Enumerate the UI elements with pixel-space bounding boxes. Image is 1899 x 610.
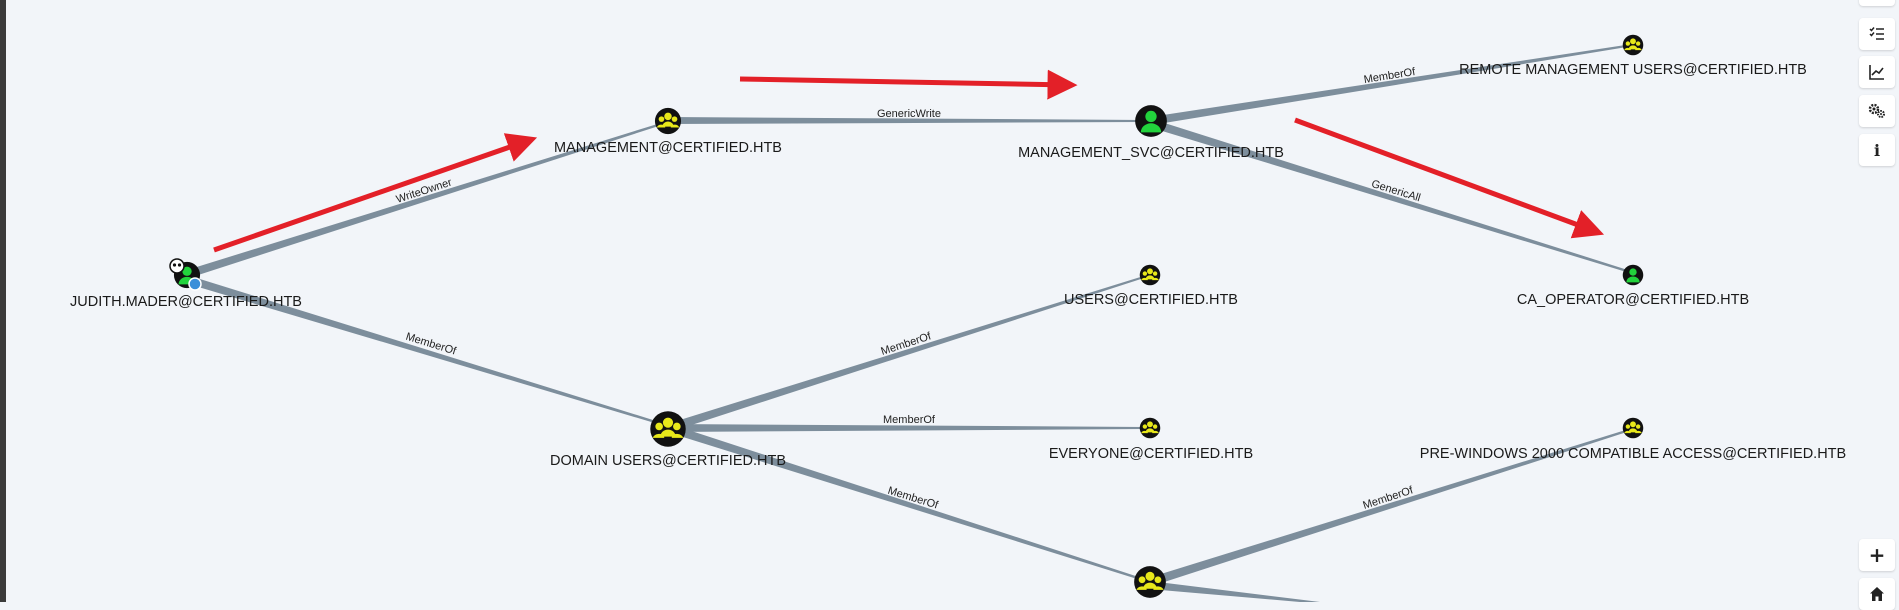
node-label: MANAGEMENT@CERTIFIED.HTB	[554, 140, 782, 156]
group-icon	[1622, 417, 1644, 439]
annotation-arrow-3	[1294, 117, 1605, 239]
node-label: JUDITH.MADER@CERTIFIED.HTB	[70, 294, 302, 310]
gears-icon[interactable]	[1859, 95, 1895, 127]
edge-du-everyone[interactable]	[668, 424, 1150, 432]
group-icon	[1134, 566, 1166, 598]
node-remote-management-users[interactable]: REMOTE MANAGEMENT USERS@CERTIFIED.HTB	[1459, 34, 1807, 78]
edge-judith-domainusers[interactable]	[185, 275, 669, 427]
user-icon	[1622, 264, 1644, 286]
group-icon	[654, 107, 682, 135]
edge-du-bottom[interactable]	[667, 424, 1151, 583]
node-management[interactable]: MANAGEMENT@CERTIFIED.HTB	[554, 107, 782, 156]
node-label: MANAGEMENT_SVC@CERTIFIED.HTB	[1018, 145, 1284, 161]
node-bottom-group[interactable]	[1134, 566, 1166, 598]
home-icon	[1870, 587, 1884, 601]
skull-eye-left	[172, 263, 177, 267]
info-glyph: i	[1873, 140, 1881, 160]
group-icon	[1622, 34, 1644, 56]
toolbar-top-partial-button[interactable]	[1859, 0, 1895, 6]
edge-labels: WriteOwner GenericWrite MemberOf Generic…	[395, 66, 1422, 512]
group-icon	[1139, 264, 1161, 286]
nodes: JUDITH.MADER@CERTIFIED.HTB MANAGEMENT@CE…	[70, 34, 1846, 598]
list-check-icon[interactable]	[1859, 18, 1895, 50]
annotation-arrow-1	[213, 133, 538, 253]
edge-bottom-offscreen[interactable]	[1149, 581, 1320, 602]
node-everyone[interactable]: EVERYONE@CERTIFIED.HTB	[1049, 417, 1253, 462]
node-label: DOMAIN USERS@CERTIFIED.HTB	[550, 453, 786, 469]
edge-svc-remote[interactable]	[1150, 44, 1633, 125]
annotation-arrow-2	[739, 69, 1078, 100]
node-label: CA_OPERATOR@CERTIFIED.HTB	[1517, 292, 1749, 308]
edge-label-memberof-everyone: MemberOf	[883, 414, 936, 426]
node-label: EVERYONE@CERTIFIED.HTB	[1049, 446, 1253, 462]
edge-svc-ca[interactable]	[1149, 119, 1634, 274]
node-pre-windows-2000[interactable]: PRE-WINDOWS 2000 COMPATIBLE ACCESS@CERTI…	[1420, 417, 1846, 462]
edge-management-managementsvc[interactable]	[668, 117, 1150, 124]
group-icon	[650, 411, 686, 447]
line-chart-icon[interactable]	[1859, 56, 1895, 88]
user-icon	[1135, 105, 1167, 137]
node-judith[interactable]: JUDITH.MADER@CERTIFIED.HTB	[70, 258, 302, 310]
plus-icon: +	[1868, 543, 1886, 567]
group-icon	[1139, 417, 1161, 439]
node-label: USERS@CERTIFIED.HTB	[1064, 292, 1238, 308]
zoom-in-button[interactable]: +	[1859, 539, 1895, 571]
info-icon[interactable]: i	[1859, 134, 1895, 166]
node-label: REMOTE MANAGEMENT USERS@CERTIFIED.HTB	[1459, 62, 1807, 78]
skull-eye-right	[177, 263, 182, 267]
node-label: PRE-WINDOWS 2000 COMPATIBLE ACCESS@CERTI…	[1420, 446, 1846, 462]
node-ca-operator[interactable]: CA_OPERATOR@CERTIFIED.HTB	[1517, 264, 1749, 308]
home-button[interactable]	[1859, 578, 1895, 610]
window-left-edge	[0, 0, 6, 602]
node-users[interactable]: USERS@CERTIFIED.HTB	[1064, 264, 1238, 308]
owned-skull-badge	[169, 258, 185, 274]
edge-label-genericwrite: GenericWrite	[877, 108, 941, 120]
shield-badge-icon	[188, 277, 202, 291]
edges	[185, 44, 1634, 602]
edge-du-users[interactable]	[667, 274, 1150, 432]
edge-bottom-prewin[interactable]	[1148, 428, 1633, 586]
node-domain-users[interactable]: DOMAIN USERS@CERTIFIED.HTB	[550, 411, 786, 469]
graph-toolbar: i +	[1859, 0, 1899, 610]
edge-judith-management[interactable]	[187, 121, 668, 278]
node-management-svc[interactable]: MANAGEMENT_SVC@CERTIFIED.HTB	[1018, 105, 1284, 161]
annotation-arrows	[213, 69, 1605, 253]
